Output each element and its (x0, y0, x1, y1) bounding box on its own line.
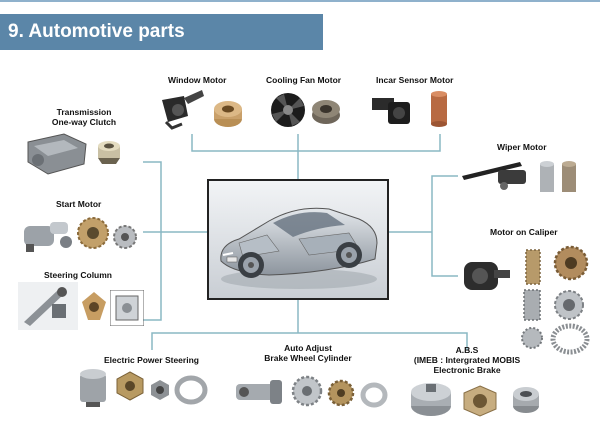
transmission-image (24, 130, 90, 181)
label-steering-column: Steering Column (44, 270, 113, 280)
eps-motor-image (76, 366, 110, 413)
cooling-fan-bushing-image (310, 96, 342, 131)
label-start-motor: Start Motor (56, 199, 102, 209)
eps-ring-image (174, 374, 208, 411)
label-abs-line1: A.B.S (455, 345, 479, 355)
wiper-bushing-1-image (538, 160, 556, 201)
label-transmission: Transmission One-way Clutch (50, 107, 118, 127)
start-motor-gear-large-image (76, 214, 110, 257)
page-title: 9. Automotive parts (0, 14, 323, 50)
car-illustration (209, 181, 387, 298)
label-motor-on-caliper: Motor on Caliper (490, 227, 558, 237)
wiper-motor-image (460, 154, 536, 199)
wiper-bushing-2-image (560, 160, 578, 201)
window-motor-image (158, 86, 208, 135)
label-transmission-line1: Transmission (56, 107, 112, 117)
cooling-fan-image (270, 92, 306, 133)
label-abs-line2: (IMEB : Intergrated MOBIS (413, 355, 521, 365)
label-window-motor: Window Motor (168, 75, 227, 85)
start-motor-gear-small-image (112, 224, 138, 255)
label-cooling-fan-motor: Cooling Fan Motor (266, 75, 342, 85)
brake-gear-1-image (290, 374, 324, 413)
label-abs-line3: Electronic Brake (433, 365, 501, 375)
brake-washer-image (360, 382, 388, 413)
window-motor-bushing-image (212, 99, 244, 134)
caliper-gear-small-image (520, 326, 544, 355)
caliper-ring-gear-image (550, 322, 590, 361)
brake-gear-2-image (326, 378, 356, 413)
steering-bracket-image (109, 289, 145, 331)
abs-hex-nut-image (460, 384, 500, 423)
label-incar-sensor-motor: Incar Sensor Motor (376, 75, 454, 85)
label-brake-wheel-cylinder: Auto Adjust Brake Wheel Cylinder (258, 343, 358, 363)
top-rule (0, 0, 600, 2)
car-image (207, 179, 389, 300)
abs-motor-image (408, 382, 454, 423)
incar-sensor-bushing-image (428, 90, 450, 133)
label-brake-line2: Brake Wheel Cylinder (264, 353, 352, 363)
label-wiper-motor: Wiper Motor (497, 142, 547, 152)
caliper-gear-shaft-image (520, 286, 544, 329)
caliper-gear-ring-image (552, 288, 586, 327)
start-motor-image (22, 214, 74, 261)
label-transmission-line2: One-way Clutch (51, 117, 117, 127)
caliper-gear-large-image (552, 244, 590, 287)
abs-bushing-image (510, 384, 542, 421)
steering-column-image (18, 282, 78, 335)
label-abs: A.B.S (IMEB : Intergrated MOBIS Electron… (412, 345, 522, 375)
caliper-gear-pinion-image (520, 248, 546, 291)
one-way-clutch-image (94, 138, 124, 173)
eps-small-nut-image (148, 378, 172, 407)
eps-hex-nut-image (114, 370, 146, 407)
incar-sensor-motor-image (370, 92, 420, 133)
motor-on-caliper-image (460, 256, 514, 305)
brake-wheel-cylinder-image (232, 372, 286, 417)
label-electric-power-steering: Electric Power Steering (104, 355, 199, 365)
label-brake-line1: Auto Adjust (284, 343, 332, 353)
steering-gear-image (80, 290, 108, 329)
